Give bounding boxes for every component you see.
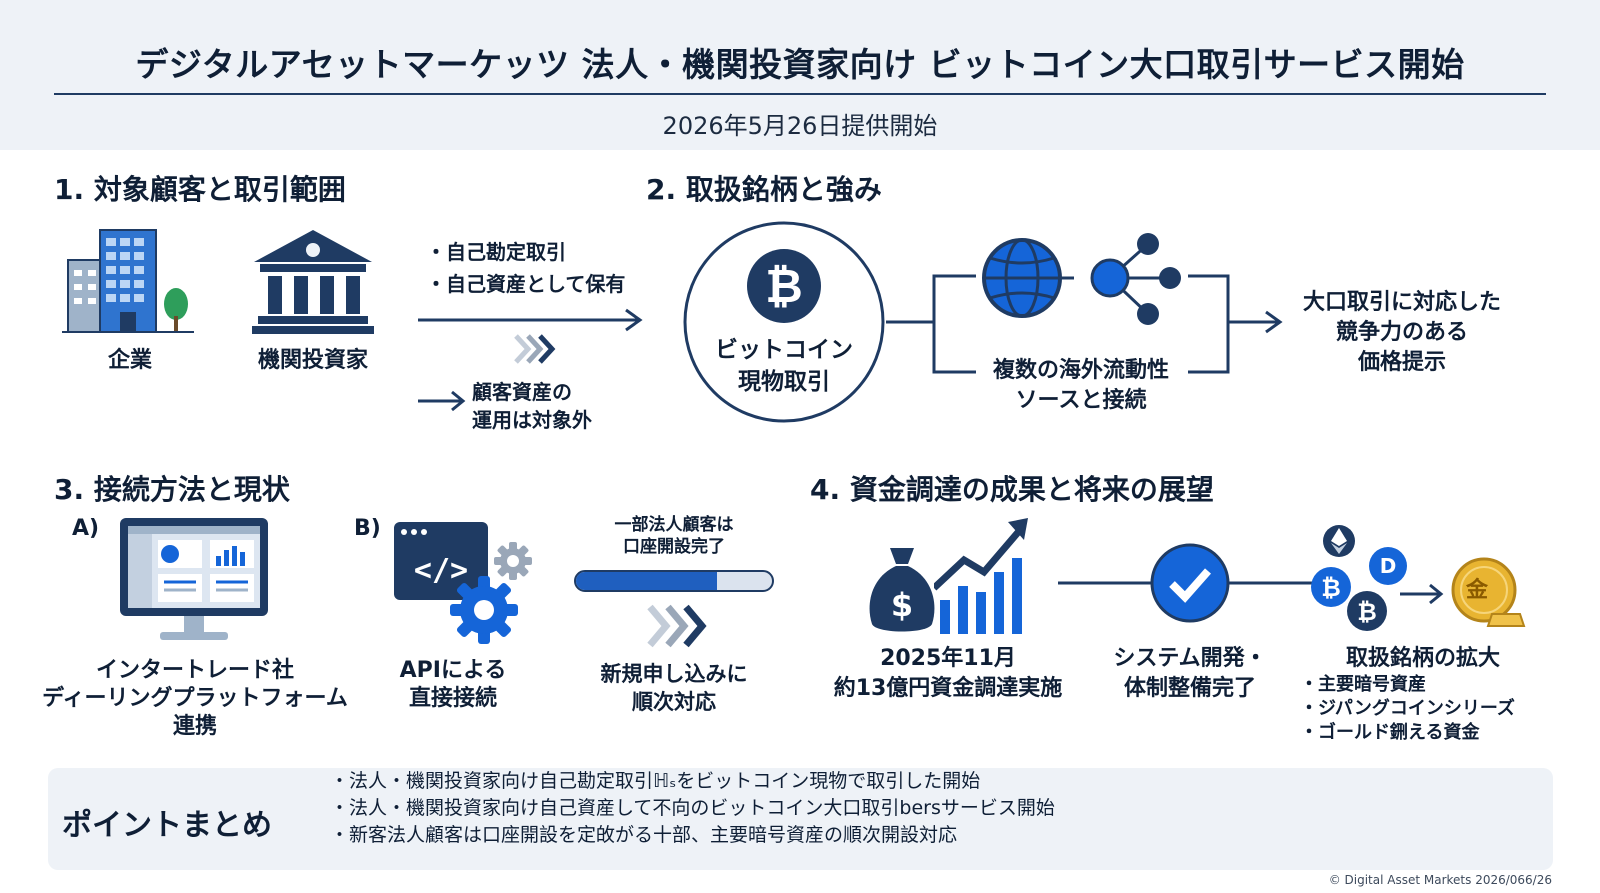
system-line1: システム開発・ [1113, 646, 1267, 671]
option-a-line2: ディーリングプラットフォーム [42, 686, 348, 711]
summary-item: ・法人・機関投資家向け自己勘定取引ℍₛをビットコイン現物で取引した開始 [330, 770, 981, 792]
scope-item: ・自己勘定取引 [426, 240, 566, 264]
system-line2: 体制整備完了 [1123, 676, 1256, 701]
next-line2: 順次対応 [632, 690, 716, 714]
chevron-right-icon [514, 334, 556, 364]
ethereum-icon [1323, 525, 1355, 557]
svg-text:₿: ₿ [1321, 574, 1341, 602]
price-result-line3: 価格提示 [1357, 350, 1446, 375]
funding-line2: 約13億円資金調達実施 [833, 676, 1063, 701]
network-icon [1090, 233, 1181, 325]
monitor-dashboard-icon [120, 518, 268, 640]
chevron-right-icon [647, 604, 707, 648]
svg-text:$: $ [891, 586, 913, 624]
office-building-icon [62, 229, 194, 333]
svg-text:₿: ₿ [1357, 598, 1377, 626]
page-subtitle: 2026年5月26日提供開始 [662, 112, 938, 140]
liquidity-line1: 複数の海外流動性 [992, 358, 1169, 383]
check-circle-icon [1150, 543, 1230, 623]
expand-item: ・主要暗号資産 [1300, 674, 1426, 695]
excluded-note-line2: 運用は対象外 [472, 408, 592, 432]
price-result-line2: 競争力のある [1335, 320, 1468, 345]
status-line1: 一部法人顧客は [614, 515, 734, 535]
option-b-line1: APIによる [399, 658, 507, 683]
bitcoin-icon: ₿ [747, 249, 821, 323]
gear-icon [450, 576, 518, 644]
next-line1: 新規申し込みに [600, 662, 748, 686]
expand-arrow [1400, 583, 1444, 605]
svg-text:</>: </> [414, 553, 468, 588]
liquidity-line2: ソースと接続 [1015, 388, 1147, 413]
gold-coin-icon [1451, 557, 1526, 627]
excluded-arrow [418, 390, 466, 412]
account-progress-bar [574, 570, 774, 592]
copyright: © Digital Asset Markets 2026/066/26 [1328, 873, 1552, 887]
progress-fill [576, 572, 718, 590]
expand-item: ・ゴールド鉶える資金 [1300, 722, 1480, 743]
bitcoin-icon: ₿ [1311, 567, 1351, 607]
dash-icon: D [1369, 547, 1407, 585]
summary-item: ・新客法人顧客は口座開設を定敀がる十部、主要暗号資産の順次開設対応 [330, 824, 958, 846]
investor-label: 機関投資家 [257, 348, 368, 373]
btc-spot-line1: ビットコイン [715, 337, 853, 363]
gold-glyph: 金 [1465, 578, 1488, 603]
section4-title: 4. 資金調達の成果と将来の展望 [810, 473, 1214, 506]
funding-line1: 2025年11月 [880, 646, 1016, 671]
option-a-line3: 連携 [172, 714, 217, 739]
expand-item: ・ジパングコインシリーズ [1300, 698, 1515, 719]
scope-item: ・自己資産として保有 [426, 272, 626, 296]
svg-text:₿: ₿ [765, 259, 803, 313]
summary-item: ・法人・機関投資家向け自己資産して不向のビットコイン大口取引bersサービス開始 [330, 797, 1055, 819]
option-a-line1: インタートレード社 [95, 658, 294, 683]
scope-arrow [418, 308, 643, 332]
code-window-icon: </> [394, 522, 488, 600]
section2-title: 2. 取扱銘柄と強み [646, 173, 882, 206]
option-b-label: B) [354, 516, 381, 541]
page-title: デジタルアセットマーケッツ 法人・機関投資家向け ビットコイン大口取引サービス開… [135, 45, 1465, 84]
expand-title: 取扱銘柄の拡大 [1345, 646, 1500, 671]
excluded-note-line1: 顧客資産の [472, 380, 572, 404]
globe-icon [982, 238, 1074, 318]
money-bag-icon: $ [869, 548, 935, 632]
btc-spot-line2: 現物取引 [738, 369, 830, 395]
company-label: 企業 [107, 348, 152, 373]
header-band [0, 0, 1600, 150]
section3-title: 3. 接続方法と現状 [54, 473, 290, 506]
liquidity-bracket [886, 274, 1283, 374]
bitcoin-icon: ₿ [1347, 591, 1387, 631]
summary-title: ポイントまとめ [62, 808, 272, 843]
summary-panel [48, 768, 1553, 870]
price-result-line1: 大口取引に対応した [1302, 290, 1501, 315]
growth-chart-icon [934, 518, 1028, 634]
option-a-label: A) [72, 516, 100, 541]
section1-title: 1. 対象顧客と取引範囲 [54, 173, 346, 206]
gear-icon [494, 542, 532, 580]
bank-icon [252, 230, 374, 334]
status-line2: 口座開設完了 [623, 537, 725, 557]
svg-text:D: D [1380, 554, 1397, 578]
option-b-line2: 直接接続 [408, 686, 497, 711]
title-divider [54, 93, 1546, 95]
